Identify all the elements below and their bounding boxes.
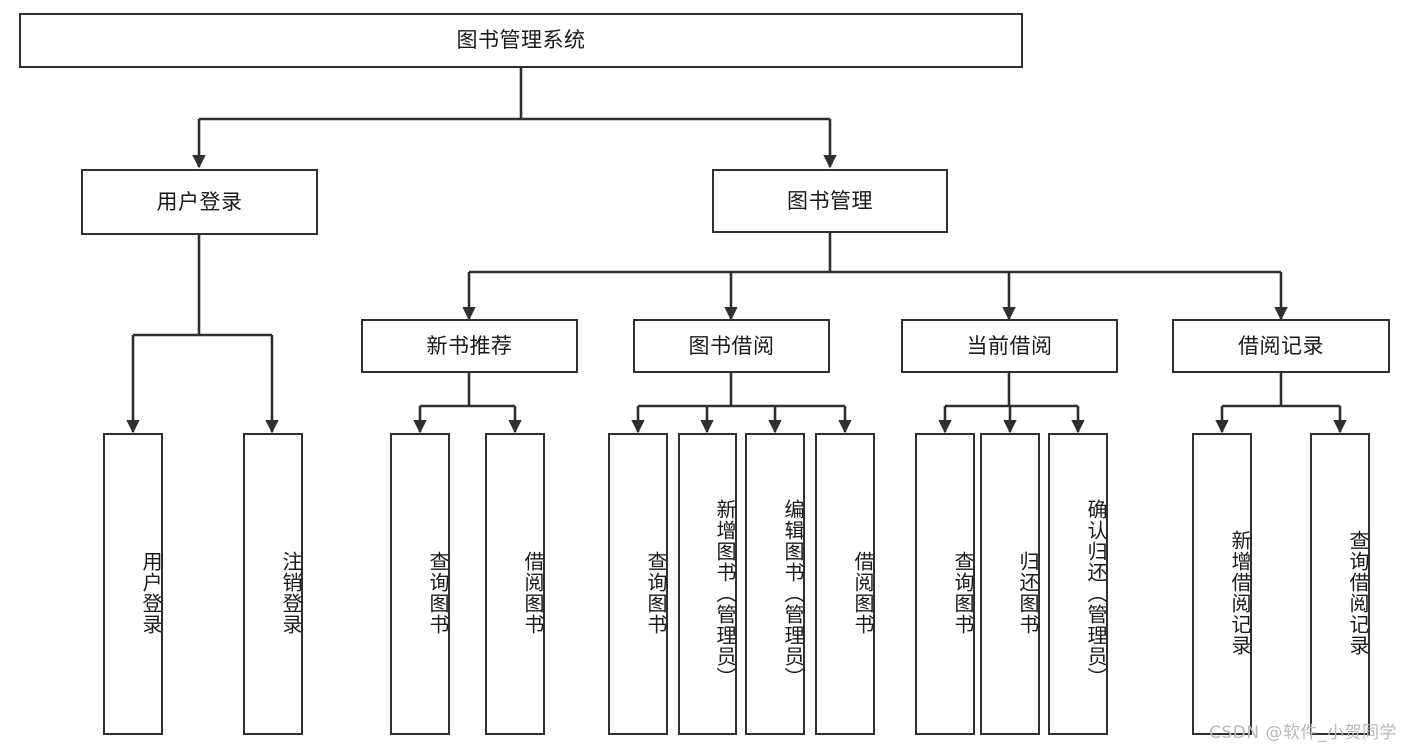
leaf-borrow-borrow-book[interactable]: 借阅图书 [815, 433, 875, 735]
leaf-borrow-borrow-book-label: 借阅图书 [851, 551, 875, 635]
leaf-borrow-add-book-admin[interactable]: 新增图书（管理员） [678, 433, 737, 735]
leaf-record-add-record[interactable]: 新增借阅记录 [1192, 433, 1252, 735]
leaf-record-add-record-label: 新增借阅记录 [1228, 530, 1252, 656]
node-current-borrow[interactable]: 当前借阅 [901, 319, 1118, 373]
node-book-management-label: 图书管理 [787, 188, 873, 213]
leaf-record-query-record-label: 查询借阅记录 [1346, 530, 1370, 656]
leaf-newbook-borrow-book[interactable]: 借阅图书 [485, 433, 545, 735]
leaf-logout-login[interactable]: 注销登录 [243, 433, 303, 735]
node-book-borrow-label: 图书借阅 [688, 333, 775, 358]
leaf-current-return-book[interactable]: 归还图书 [980, 433, 1040, 735]
leaf-current-return-book-label: 归还图书 [1016, 551, 1040, 635]
leaf-newbook-borrow-book-label: 借阅图书 [521, 551, 545, 635]
csdn-watermark: CSDN @软件_小贺同学 [1209, 723, 1397, 743]
leaf-borrow-query-book-label: 查询图书 [644, 551, 668, 635]
leaf-current-confirm-return-admin-label: 确认归还（管理员） [1084, 498, 1108, 688]
node-root-label: 图书管理系统 [456, 28, 586, 53]
leaf-newbook-query-book-label: 查询图书 [426, 551, 450, 635]
leaf-borrow-edit-book-admin-label: 编辑图书（管理员） [781, 498, 805, 688]
leaf-record-query-record[interactable]: 查询借阅记录 [1310, 433, 1370, 735]
leaf-borrow-edit-book-admin[interactable]: 编辑图书（管理员） [745, 433, 805, 735]
leaf-borrow-query-book[interactable]: 查询图书 [608, 433, 668, 735]
leaf-borrow-add-book-admin-label: 新增图书（管理员） [713, 498, 737, 688]
node-book-borrow[interactable]: 图书借阅 [633, 319, 830, 373]
leaf-user-login[interactable]: 用户登录 [103, 433, 163, 735]
node-user-login-label: 用户登录 [156, 189, 243, 214]
leaf-user-login-label: 用户登录 [139, 551, 163, 635]
node-borrow-record[interactable]: 借阅记录 [1172, 319, 1390, 373]
node-new-book-recommend[interactable]: 新书推荐 [361, 319, 578, 373]
node-borrow-record-label: 借阅记录 [1238, 333, 1324, 358]
leaf-logout-login-label: 注销登录 [279, 551, 303, 635]
node-root[interactable]: 图书管理系统 [19, 13, 1023, 68]
node-current-borrow-label: 当前借阅 [966, 333, 1053, 358]
node-book-management[interactable]: 图书管理 [712, 169, 948, 233]
node-new-book-recommend-label: 新书推荐 [426, 333, 513, 358]
node-user-login[interactable]: 用户登录 [81, 169, 318, 235]
leaf-newbook-query-book[interactable]: 查询图书 [390, 433, 450, 735]
leaf-current-confirm-return-admin[interactable]: 确认归还（管理员） [1048, 433, 1108, 735]
leaf-current-query-book-label: 查询图书 [951, 551, 975, 635]
leaf-current-query-book[interactable]: 查询图书 [915, 433, 975, 735]
